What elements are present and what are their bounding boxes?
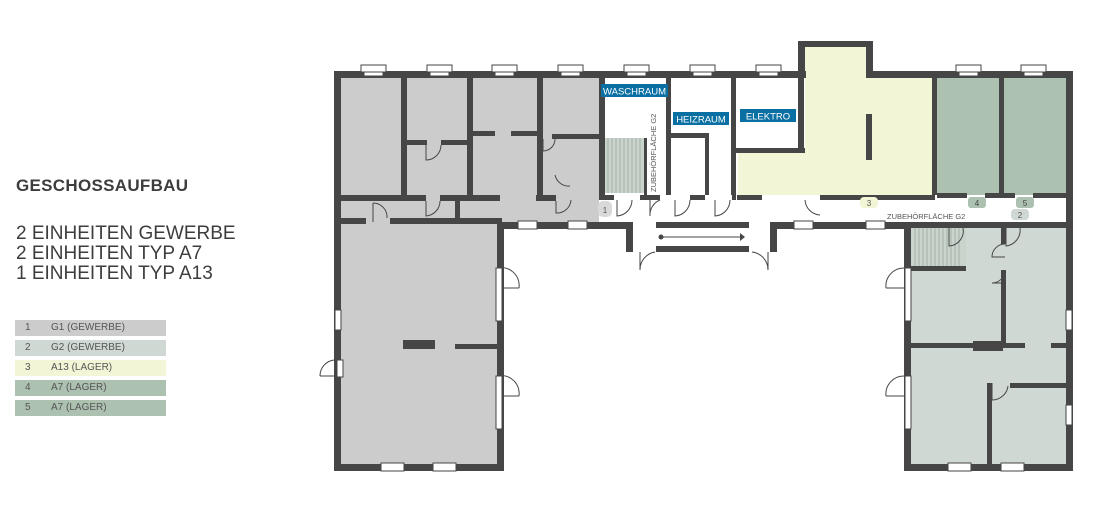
legend-label: G1 (GEWERBE)	[51, 322, 125, 333]
section-title: GESCHOSSAUFBAU	[16, 176, 189, 195]
summary-line: 1 EINHEITEN TYP A13	[16, 263, 213, 284]
zubehoer-vertical-label: ZUBEHÖRFLÄCHE G2	[649, 114, 658, 192]
waschraum-label: WASCHRAUM	[603, 87, 666, 98]
room-labels: WASCHRAUM HEIZRAUM ELEKTRO ZUBEHÖRFLÄCHE…	[601, 84, 965, 221]
unit-a7-4	[937, 78, 1000, 195]
legend-label: A7 (LAGER)	[51, 402, 107, 413]
elektro-label-bg	[740, 109, 796, 122]
unit-summary: 2 EINHEITEN GEWERBE 2 EINHEITEN TYP A7 1…	[16, 224, 236, 284]
unit-marker-4: 4	[975, 199, 980, 208]
legend-item-g2: 2 G2 (GEWERBE)	[15, 340, 166, 356]
room-fills	[341, 46, 1066, 464]
zubehoer-horizontal-label: ZUBEHÖRFLÄCHE G2	[887, 212, 965, 221]
walls	[334, 41, 1073, 471]
legend-label: A13 (LAGER)	[51, 362, 113, 373]
unit-marker-2: 2	[1018, 211, 1023, 220]
unit-marker-1: 1	[603, 206, 608, 215]
legend: 1 G1 (GEWERBE) 2 G2 (GEWERBE) 3 A13 (LAG…	[15, 320, 166, 420]
legend-label: A7 (LAGER)	[51, 382, 107, 393]
stair-hatch	[607, 138, 960, 266]
heizraum-label-bg	[673, 112, 729, 125]
doors	[319, 138, 1021, 401]
waschraum-label-bg	[601, 84, 668, 97]
unit-marker-5: 5	[1023, 199, 1028, 208]
legend-number: 5	[25, 402, 31, 413]
heizraum-label: HEIZRAUM	[676, 115, 726, 126]
legend-item-a13: 3 A13 (LAGER)	[15, 360, 166, 376]
summary-line: 2 EINHEITEN TYP A7	[16, 243, 203, 264]
unit-markers: 1 3 4 5 2	[598, 197, 1034, 220]
legend-number: 2	[25, 342, 31, 353]
legend-number: 1	[25, 322, 31, 333]
windows	[334, 64, 1073, 472]
legend-number: 4	[25, 382, 31, 393]
elektro-label: ELEKTRO	[746, 112, 790, 123]
legend-item-g1: 1 G1 (GEWERBE)	[15, 320, 166, 336]
legend-label: G2 (GEWERBE)	[51, 342, 125, 353]
entry-ramp-arrow	[658, 233, 745, 241]
legend-item-a7-5: 5 A7 (LAGER)	[15, 400, 166, 416]
summary-line: 2 EINHEITEN GEWERBE	[16, 223, 236, 244]
legend-item-a7-4: 4 A7 (LAGER)	[15, 380, 166, 396]
unit-a13	[738, 46, 932, 195]
unit-a7-5	[1004, 78, 1066, 195]
unit-marker-3: 3	[867, 199, 872, 208]
legend-number: 3	[25, 362, 31, 373]
